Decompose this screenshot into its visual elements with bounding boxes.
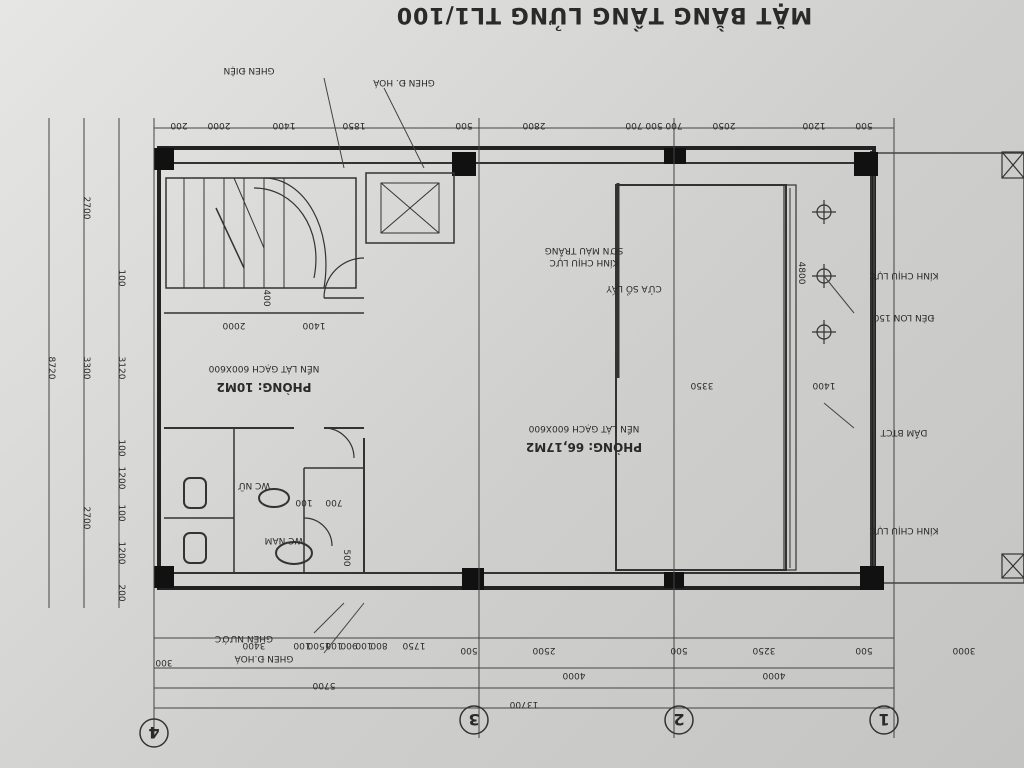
label-ghen-dien: GHEN ĐIỆN bbox=[223, 65, 274, 77]
label-kinh-chiu-luc-mau: KÍNH CHỊU LỰC bbox=[549, 257, 618, 269]
dim-left: 3120 bbox=[116, 357, 126, 380]
dim-bottom: 1500 bbox=[307, 640, 330, 650]
dim-inner: 1400 bbox=[812, 380, 835, 390]
dim-top: 2000 bbox=[207, 120, 230, 130]
dim-top: 200 bbox=[170, 120, 187, 130]
column bbox=[154, 148, 174, 170]
dim-left: 100 bbox=[116, 269, 126, 286]
grid-label: 1 bbox=[878, 710, 889, 729]
inner-walls bbox=[164, 151, 1024, 585]
ceiling-lights bbox=[812, 200, 836, 344]
label-wc-nu: WC NỮ bbox=[237, 480, 270, 492]
dim-top: 700 bbox=[665, 120, 682, 130]
grid-bubble bbox=[459, 705, 489, 735]
dimension-lines bbox=[48, 118, 895, 738]
label-wc-nam: WC NAM bbox=[265, 535, 304, 545]
label-kinh-chiu-luc-1: KÍNH CHỊU LỰC bbox=[869, 525, 938, 537]
column bbox=[154, 566, 174, 588]
dim-bottom: 4000 bbox=[762, 670, 785, 680]
dim-left: 2700 bbox=[81, 197, 91, 220]
column bbox=[860, 566, 884, 590]
label-den-lon: ĐÈN LON 150 bbox=[873, 312, 934, 324]
dim-inner: 100 bbox=[295, 497, 312, 507]
dim-inner: 2000 bbox=[222, 320, 245, 330]
dim-left: 200 bbox=[116, 584, 126, 601]
dim-bottom: 100 bbox=[355, 640, 372, 650]
small-room-floor: NỀN LÁT GẠCH 600X600 bbox=[208, 363, 319, 376]
dim-left: 2700 bbox=[81, 507, 91, 530]
dim-left: 1200 bbox=[116, 467, 126, 490]
grid-label: 3 bbox=[468, 710, 479, 729]
big-room-name: PHÒNG: 66,17M2 bbox=[526, 440, 642, 455]
dim-top: 500 bbox=[855, 120, 872, 130]
dim-bottom: 13700 bbox=[509, 699, 538, 709]
grid-markers bbox=[139, 705, 899, 748]
dim-bottom: 5700 bbox=[312, 680, 335, 690]
dim-bottom: 1750 bbox=[402, 640, 425, 650]
dim-top: 2800 bbox=[522, 120, 545, 130]
columns bbox=[154, 148, 884, 590]
dim-top: 1850 bbox=[342, 120, 365, 130]
label-ghen-dh-top: GHEN Đ. HOÁ bbox=[372, 77, 434, 89]
dim-inner: 4800 bbox=[796, 262, 806, 285]
grid-bubble bbox=[139, 718, 169, 748]
label-cua-so-lay: CỬA SỔ LẤY bbox=[606, 283, 662, 296]
dim-left: 8720 bbox=[46, 357, 56, 380]
skylight-void bbox=[615, 183, 797, 571]
dim-inner: 1400 bbox=[302, 320, 325, 330]
grid-label: 4 bbox=[148, 723, 159, 742]
dim-bottom: 800 bbox=[370, 640, 387, 650]
dim-left: 1200 bbox=[116, 542, 126, 565]
grid-bubble bbox=[869, 705, 899, 735]
dim-top: 700 bbox=[625, 120, 642, 130]
column bbox=[854, 152, 878, 176]
dim-bottom: 100 bbox=[325, 640, 342, 650]
dim-inner: 700 bbox=[325, 497, 342, 507]
label-dam-btct: DẦM BTCT bbox=[880, 427, 927, 440]
dim-left: 100 bbox=[116, 504, 126, 521]
dim-bottom: 300 bbox=[155, 657, 172, 667]
dim-inner: 500 bbox=[341, 549, 351, 566]
big-room-floor: NỀN LÁT GẠCH 600X600 bbox=[528, 423, 639, 436]
dim-bottom: 100 bbox=[293, 640, 310, 650]
label-kinh-chiu-luc-2: KÍNH CHỊU LỰC bbox=[869, 270, 938, 282]
dim-bottom: 3250 bbox=[752, 645, 775, 655]
dim-bottom: 3400 bbox=[242, 640, 265, 650]
grid-label: 2 bbox=[673, 710, 684, 729]
leader-lines bbox=[313, 77, 855, 654]
dim-inner: 400 bbox=[261, 289, 271, 306]
dim-bottom: 4000 bbox=[562, 670, 585, 680]
dim-bottom: 2500 bbox=[532, 645, 555, 655]
small-room-name: PHÒNG: 10M2 bbox=[217, 380, 312, 395]
column bbox=[664, 148, 686, 164]
column bbox=[452, 152, 476, 176]
dim-top: 2050 bbox=[712, 120, 735, 130]
dim-bottom: 3000 bbox=[952, 645, 975, 655]
dim-top: 1400 bbox=[272, 120, 295, 130]
label-son-mau-trang: SƠN MÀU TRẮNG bbox=[545, 245, 624, 258]
dim-left: 100 bbox=[116, 439, 126, 456]
label-ghen-dh-bottom: GHEN Đ.HOÁ bbox=[234, 653, 294, 665]
grid-bubble bbox=[664, 705, 694, 735]
dim-bottom: 500 bbox=[460, 645, 477, 655]
dim-top: 500 bbox=[455, 120, 472, 130]
corner-boxes bbox=[1001, 151, 1024, 579]
dim-left: 3300 bbox=[81, 357, 91, 380]
service-core bbox=[164, 172, 455, 573]
label-ghen-nuoc: GHEN NƯỚC bbox=[215, 633, 273, 645]
dim-bottom: 500 bbox=[855, 645, 872, 655]
drawing-title: MẶT BẰNG TẦNG LỬNG TL1/100 bbox=[396, 2, 813, 31]
dim-top: 1200 bbox=[802, 120, 825, 130]
dim-inner: 3350 bbox=[690, 380, 713, 390]
column bbox=[462, 568, 484, 590]
dim-bottom: 500 bbox=[670, 645, 687, 655]
dim-bottom: 900 bbox=[340, 640, 357, 650]
dim-top: 500 bbox=[645, 120, 662, 130]
